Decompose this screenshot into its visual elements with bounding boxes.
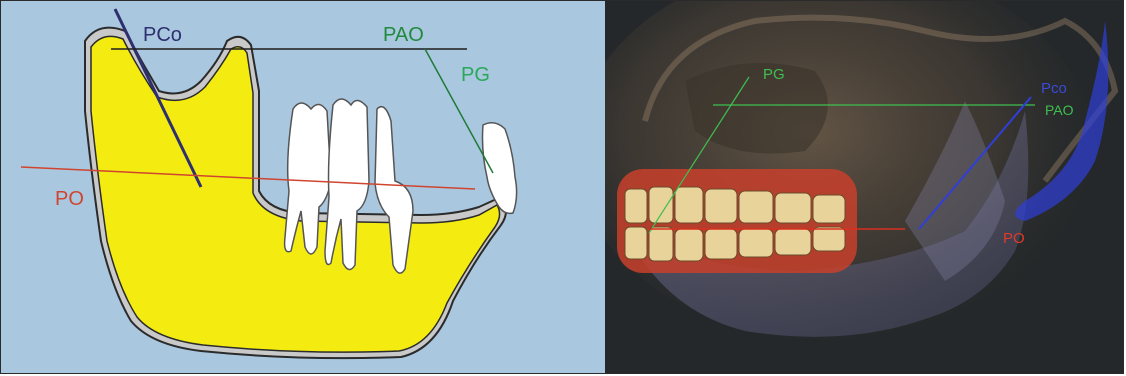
label-pg: PG [461, 64, 490, 86]
mandible-schematic-svg: PCo PAO PG PO [1, 1, 605, 373]
label-pg-3d: PG [763, 66, 785, 83]
cbct-render-svg: PG Pco PAO PO [605, 1, 1123, 373]
cbct-render-panel: PG Pco PAO PO [605, 1, 1123, 373]
mandible-schematic-panel: PCo PAO PG PO [1, 1, 605, 373]
label-po: PO [55, 188, 84, 210]
label-pco: PCo [143, 24, 182, 46]
label-pco-3d: Pco [1041, 80, 1067, 97]
label-pao: PAO [383, 24, 424, 46]
label-po-3d: PO [1003, 230, 1025, 247]
label-pao-3d: PAO [1045, 102, 1074, 118]
dentition-render [617, 169, 857, 273]
